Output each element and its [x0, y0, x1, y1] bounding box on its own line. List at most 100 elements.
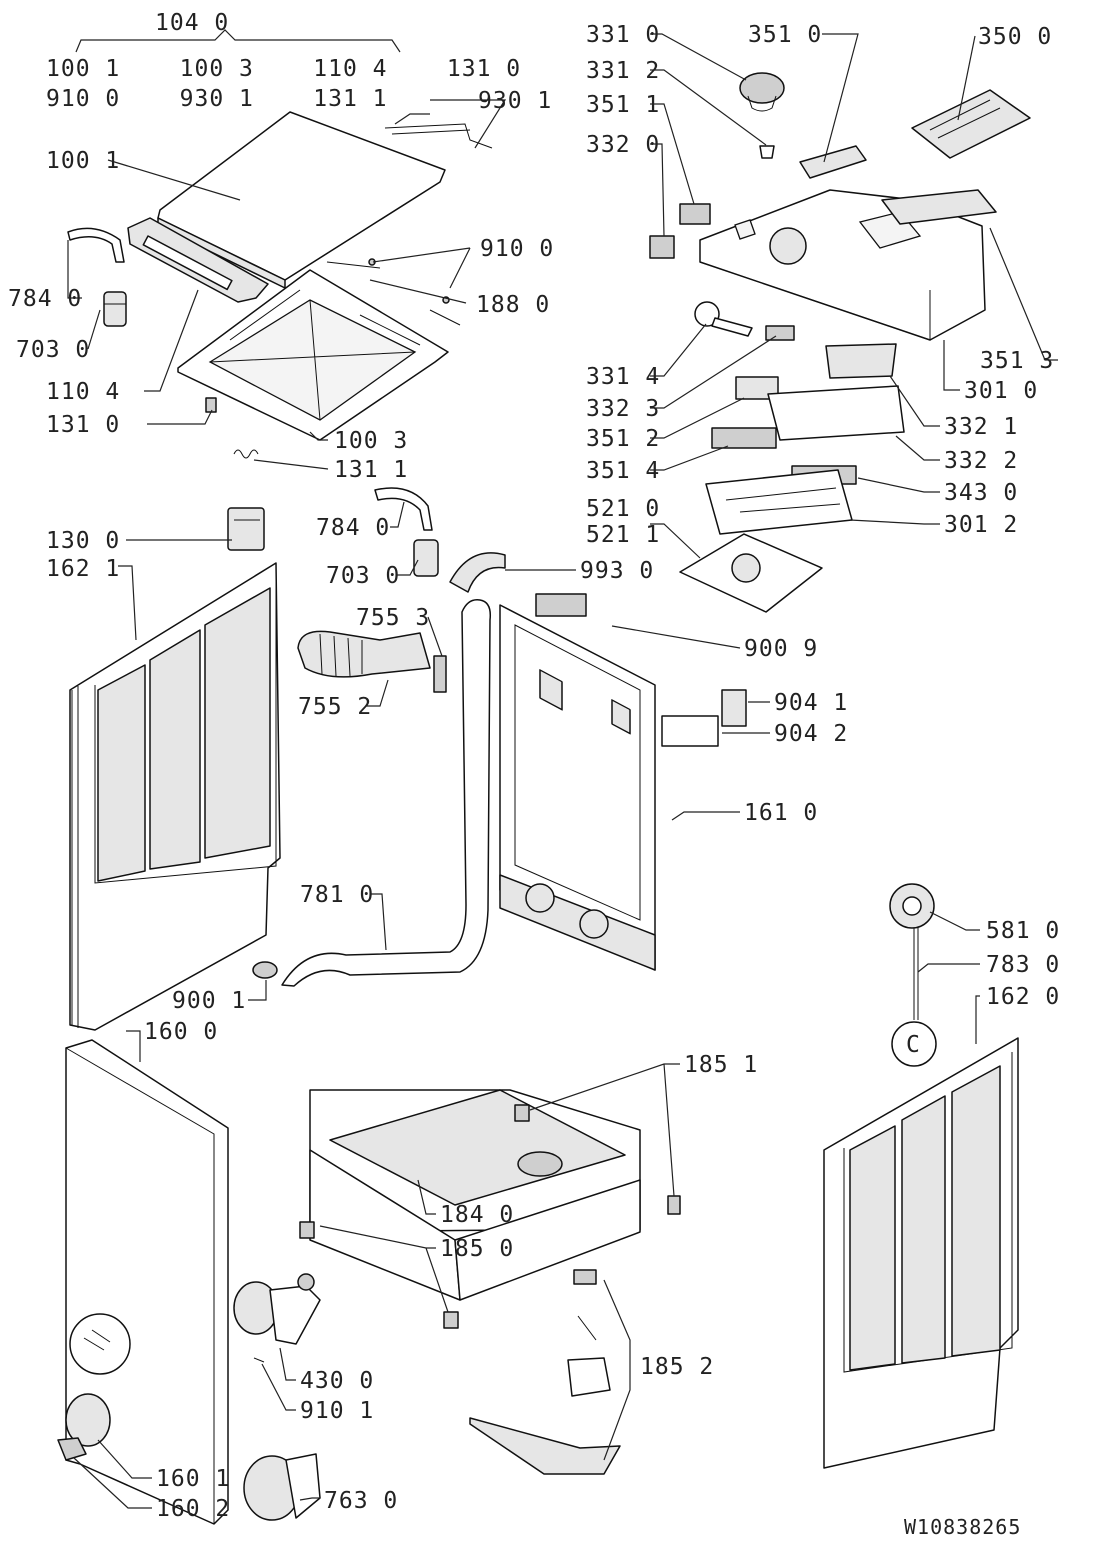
- label-783-0: 783 0: [986, 952, 1060, 978]
- program-knob: [739, 72, 785, 104]
- label-521-0: 521 0: [586, 496, 660, 522]
- power-board: [911, 89, 1031, 159]
- rear-clip: [535, 593, 587, 617]
- label-332-1: 332 1: [944, 414, 1018, 440]
- label-104-0: 104 0: [155, 10, 229, 36]
- control-board: [705, 469, 853, 535]
- label-161-0: 161 0: [744, 800, 818, 826]
- label-162-1: 162 1: [46, 556, 120, 582]
- foot-front-left: [299, 1221, 315, 1239]
- label-781-0: 781 0: [300, 882, 374, 908]
- label-160-2: 160 2: [156, 1496, 230, 1522]
- button-carrier: [767, 385, 905, 441]
- label-160-0: 160 0: [144, 1019, 218, 1045]
- label-703-0-top: 703 0: [16, 337, 90, 363]
- foot-front-right: [443, 1311, 459, 1329]
- tool-disc: [694, 301, 720, 327]
- label-351-3: 351 3: [980, 348, 1054, 374]
- label-331-0: 331 0: [586, 22, 660, 48]
- hinge-rod: [384, 123, 493, 149]
- label-162-0: 162 0: [986, 984, 1060, 1010]
- foot-rear-right: [667, 1195, 681, 1215]
- label-521-1: 521 1: [586, 522, 660, 548]
- base-frame: [309, 1089, 641, 1301]
- circle-marker: [891, 1021, 937, 1067]
- label-131-1: 131 1: [334, 457, 408, 483]
- label-100-3: 100 3: [334, 428, 408, 454]
- label-331-4: 331 4: [586, 364, 660, 390]
- dispenser-bellows: [297, 630, 431, 678]
- knob-insert: [759, 145, 775, 159]
- label-784-0-top: 784 0: [8, 286, 82, 312]
- rear-bracket: [661, 715, 719, 747]
- label-185-2: 185 2: [640, 1354, 714, 1380]
- label-900-9: 900 9: [744, 636, 818, 662]
- label-904-2: 904 2: [774, 721, 848, 747]
- label-185-0: 185 0: [440, 1236, 514, 1262]
- label-group-row2: 910 0 930 1 131 1: [46, 86, 388, 112]
- label-910-0: 910 0: [480, 236, 554, 262]
- foot-rear-left: [514, 1104, 530, 1122]
- knob-holder: [799, 145, 867, 179]
- front-trim: [127, 217, 269, 303]
- water-valve-mid: [413, 539, 439, 577]
- label-131-0: 131 0: [46, 412, 120, 438]
- front-panel: [65, 1039, 229, 1525]
- button-strip: [881, 189, 997, 225]
- label-755-2: 755 2: [298, 694, 372, 720]
- service-door: [65, 1393, 111, 1447]
- label-160-1: 160 1: [156, 1466, 230, 1492]
- label-351-4: 351 4: [586, 458, 660, 484]
- label-332-0: 332 0: [586, 132, 660, 158]
- label-331-2: 331 2: [586, 58, 660, 84]
- label-301-2: 301 2: [944, 512, 1018, 538]
- hose-clamp: [252, 961, 278, 979]
- console-group: [649, 72, 1031, 613]
- drain-hose: [281, 599, 492, 987]
- lid-hook: [205, 397, 217, 413]
- label-332-3: 332 3: [586, 396, 660, 422]
- label-993-0: 993 0: [580, 558, 654, 584]
- label-group-row1: 100 1 100 3 110 4 131 0: [46, 56, 521, 82]
- label-350-0: 350 0: [978, 24, 1052, 50]
- led-light-guide: [711, 427, 777, 449]
- label-763-0: 763 0: [324, 1488, 398, 1514]
- level-foot-plate: [469, 1417, 621, 1475]
- fill-hose-top: [67, 227, 125, 263]
- label-110-4: 110 4: [46, 379, 120, 405]
- label-351-2: 351 2: [586, 426, 660, 452]
- label-343-0: 343 0: [944, 480, 1018, 506]
- lid-assembly-group: [67, 29, 493, 459]
- button-holder-a: [679, 203, 711, 225]
- label-900-1: 900 1: [172, 988, 246, 1014]
- label-430-0: 430 0: [300, 1368, 374, 1394]
- label-703-0-mid: 703 0: [326, 563, 400, 589]
- indicator-piece: [765, 325, 795, 341]
- door-latch: [57, 1437, 87, 1461]
- lid-switch: [227, 507, 265, 551]
- rear-vent-cover: [721, 689, 747, 727]
- label-circle-marker: C: [906, 1032, 921, 1058]
- callout-labels: 104 0 100 1 100 3 110 4 131 0 910 0 930 …: [8, 10, 1060, 1539]
- lid-spring: [233, 449, 259, 459]
- drain-elbow: [449, 552, 506, 593]
- label-904-1: 904 1: [774, 690, 848, 716]
- side-panel-left: [69, 562, 281, 1031]
- label-755-3: 755 3: [356, 605, 430, 631]
- label-188-0: 188 0: [476, 292, 550, 318]
- side-panel-right: [823, 1037, 1019, 1469]
- water-valve-top: [103, 291, 127, 327]
- rear-panel: [499, 604, 719, 971]
- label-351-0: 351 0: [748, 22, 822, 48]
- label-910-1: 910 1: [300, 1398, 374, 1424]
- label-581-0: 581 0: [986, 918, 1060, 944]
- fill-hose-mid: [374, 487, 433, 531]
- level-nut: [573, 1269, 597, 1285]
- label-784-0-mid: 784 0: [316, 515, 390, 541]
- level-bracket: [567, 1357, 611, 1397]
- label-185-1: 185 1: [684, 1052, 758, 1078]
- drawing-number: W10838265: [904, 1515, 1021, 1539]
- label-930-1: 930 1: [478, 88, 552, 114]
- label-130-0: 130 0: [46, 528, 120, 554]
